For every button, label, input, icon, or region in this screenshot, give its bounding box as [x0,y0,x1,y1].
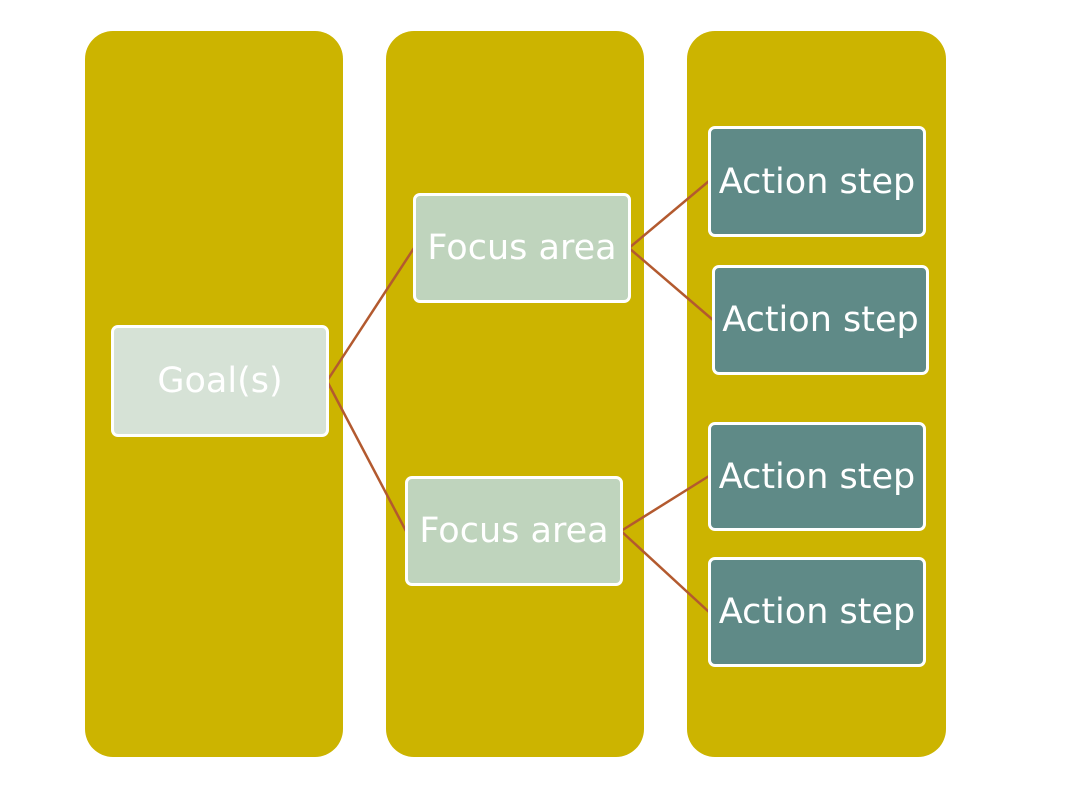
connector-goal-focus-1 [325,247,416,382]
focus-area-box-2: Focus area [405,476,623,586]
action-step-box-3: Action step [708,422,926,531]
focus-area-box-1: Focus area [413,193,631,303]
action-step-box-1: Action step [708,126,926,237]
action-step-label-4: Action step [718,592,916,632]
connector-focus-2-action-3 [620,474,710,533]
goal-box: Goal(s) [111,325,329,437]
connector-focus-1-action-1 [628,180,710,249]
focus-area-column [386,31,644,757]
goal-label: Goal(s) [157,361,283,401]
connector-focus-2-action-4 [620,530,710,613]
focus-area-label-1: Focus area [427,228,617,268]
action-step-label-2: Action step [722,300,919,340]
connector-goal-focus-2 [325,380,408,532]
action-step-box-4: Action step [708,557,926,667]
focus-area-label-2: Focus area [419,511,609,551]
connector-focus-1-action-2 [628,247,714,321]
action-step-label-3: Action step [718,456,916,497]
action-step-box-2: Action step [712,265,929,375]
action-step-label-1: Action step [718,161,916,202]
